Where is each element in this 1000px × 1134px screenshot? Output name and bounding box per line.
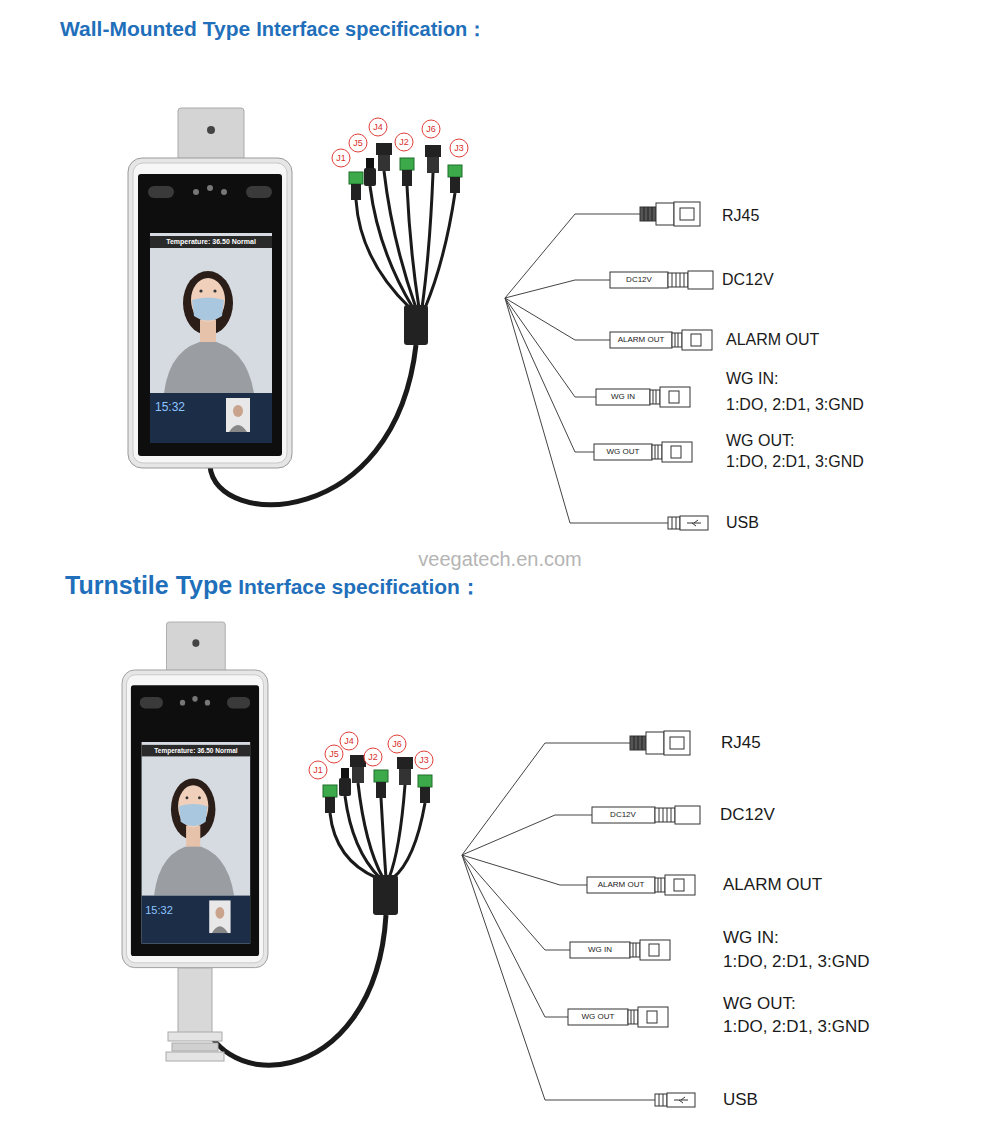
pin-map: 1:DO, 2:D1, 3:GND [723, 952, 869, 972]
pigtail-cables [356, 171, 455, 308]
port-name: ALARM OUT [726, 331, 819, 349]
sleeve [587, 877, 655, 893]
pole [178, 968, 212, 1034]
section-heading: Wall-Mounted TypeInterface specification… [60, 16, 487, 43]
cable-hub [404, 305, 428, 345]
fan-lines [505, 214, 668, 523]
port-name: WG OUT: [723, 994, 796, 1014]
plug [364, 158, 376, 186]
screen-clock: 15:32 [155, 401, 185, 415]
plug [425, 145, 441, 173]
callout-number: J5 [349, 134, 368, 153]
heading-text: Wall-Mounted Type [60, 17, 250, 41]
screen-clock: 15:32 [145, 904, 173, 917]
heading-text: Interface specification： [238, 573, 481, 601]
flange [166, 1052, 224, 1061]
callout-number: J1 [332, 149, 351, 168]
section-heading: Turnstile TypeInterface specification： [65, 571, 481, 601]
sleeve [570, 942, 630, 958]
usb-plug [668, 516, 708, 530]
rj45-plug [640, 202, 700, 226]
flange [172, 1043, 218, 1051]
dc-plug [668, 271, 713, 289]
sleeve-label: WG IN [611, 392, 635, 401]
terminal-plug [652, 442, 692, 462]
terminal-plug [672, 330, 712, 350]
plug [397, 757, 413, 785]
sleeve-label: ALARM OUT [618, 335, 665, 344]
callout-number: J6 [422, 120, 441, 139]
flange [168, 1032, 222, 1041]
rj45-plug [630, 731, 690, 755]
cable-hub [373, 875, 398, 915]
callout-number: J1 [309, 761, 328, 780]
port-name: WG IN: [726, 370, 778, 388]
sleeve [610, 272, 668, 288]
heading-text: Interface specification： [256, 16, 487, 43]
device [128, 108, 292, 468]
callout-number: J3 [450, 139, 469, 158]
port-name: DC12V [722, 271, 774, 289]
callout-number: J2 [395, 133, 414, 152]
plug [349, 172, 363, 200]
port-name: ALARM OUT [723, 875, 822, 895]
wall-unit [128, 108, 713, 530]
plug [374, 770, 388, 798]
port-name: USB [723, 1090, 758, 1110]
callout-number: J6 [388, 735, 407, 754]
usb-plug [655, 1093, 695, 1107]
plug [400, 158, 414, 186]
callout-number: J4 [369, 118, 388, 137]
terminal-plug [655, 875, 695, 895]
sleeve [592, 807, 655, 823]
sleeve [594, 444, 652, 460]
sleeve-label: ALARM OUT [598, 880, 645, 889]
callout-number: J3 [415, 751, 434, 770]
sleeve [596, 389, 650, 405]
callout-number: J5 [325, 745, 344, 764]
plug [448, 165, 462, 193]
sleeve-label: WG OUT [582, 1012, 615, 1021]
screen-text: Temperature: 36.50 Normal [166, 238, 256, 246]
watermark: veegatech.en.com [418, 548, 581, 571]
port-name: DC12V [720, 805, 775, 825]
terminal-plug [628, 1007, 668, 1027]
dc-plug [655, 806, 700, 824]
port-name: WG OUT: [726, 432, 794, 450]
plug [376, 143, 392, 171]
port-name: RJ45 [722, 207, 759, 225]
sleeve-label: WG OUT [607, 447, 640, 456]
heading-text: Turnstile Type [65, 571, 232, 600]
port-name: WG IN: [723, 928, 779, 948]
sleeve-label: DC12V [610, 810, 636, 819]
callout-number: J2 [364, 748, 383, 767]
pin-map: 1:DO, 2:D1, 3:GND [723, 1017, 869, 1037]
device [122, 622, 268, 968]
sleeve-label: WG IN [588, 945, 612, 954]
plug [339, 768, 351, 796]
plug [418, 775, 432, 803]
port-name: USB [726, 514, 759, 532]
screen-text: Temperature: 36.50 Normal [154, 747, 237, 754]
plug [323, 785, 337, 813]
sleeve [610, 332, 672, 348]
sleeve-label: DC12V [626, 275, 652, 284]
pin-map: 1:DO, 2:D1, 3:GND [726, 453, 864, 471]
turnstile-unit [122, 622, 700, 1107]
callout-number: J4 [340, 732, 359, 751]
terminal-plug [650, 387, 690, 407]
sleeve [568, 1009, 628, 1025]
pin-map: 1:DO, 2:D1, 3:GND [726, 396, 864, 414]
fan-lines [462, 743, 655, 1100]
port-name: RJ45 [721, 733, 761, 753]
terminal-plug [630, 940, 670, 960]
